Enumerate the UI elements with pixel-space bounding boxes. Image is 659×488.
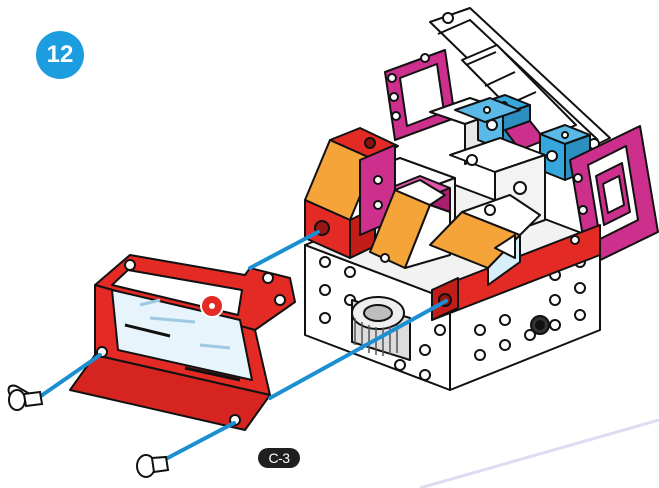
background-arc — [420, 420, 659, 488]
screw-icon — [9, 386, 42, 410]
bracket-icon — [70, 255, 295, 430]
robot-module-icon — [305, 8, 658, 390]
part-label-tag: C-3 — [258, 448, 300, 468]
step-number-badge: 12 — [36, 31, 84, 79]
magenta-frame-top — [385, 50, 455, 140]
guide-line-bottom-screw — [160, 423, 234, 462]
screw-icon — [137, 455, 168, 477]
